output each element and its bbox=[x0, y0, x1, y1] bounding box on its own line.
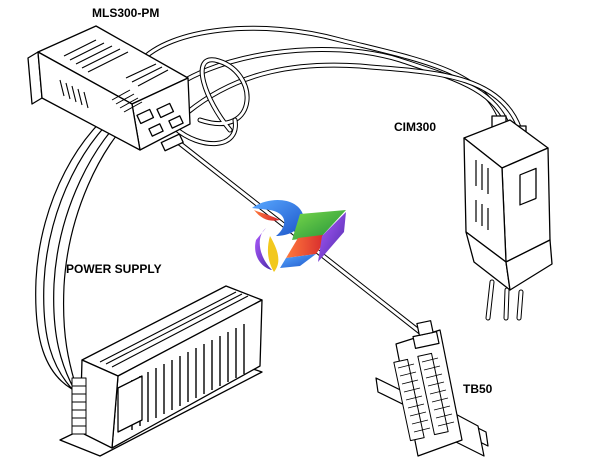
mls-front-loop-cable bbox=[172, 117, 238, 147]
tb50-terminal-board-icon bbox=[375, 320, 489, 457]
power-wires bbox=[35, 101, 137, 414]
mls300-pm-label: MLS300-PM bbox=[92, 6, 160, 20]
power-supply-label: POWER SUPPLY bbox=[66, 262, 162, 276]
cables bbox=[35, 25, 524, 414]
cim300-label: CIM300 bbox=[394, 120, 437, 134]
mls300-pm-controller-icon bbox=[27, 25, 191, 152]
cim-output-cables bbox=[485, 279, 524, 321]
mls-to-cim-cable-middle bbox=[155, 47, 513, 133]
power-supply-icon bbox=[59, 285, 263, 457]
cim300-module-icon bbox=[463, 115, 553, 291]
tb50-label: TB50 bbox=[463, 382, 493, 396]
watermark-logo-icon bbox=[252, 199, 346, 272]
